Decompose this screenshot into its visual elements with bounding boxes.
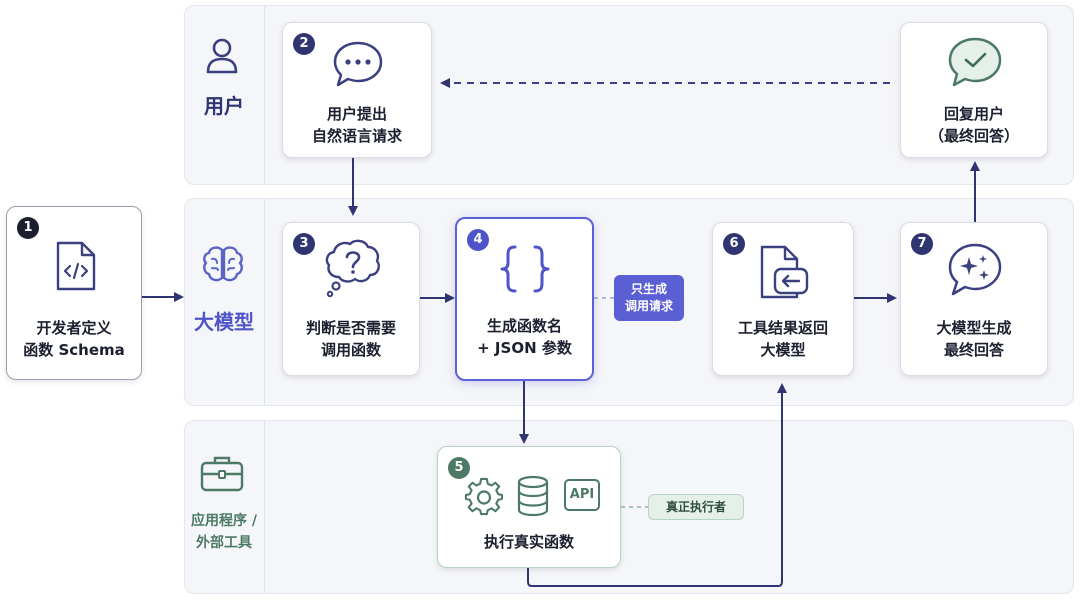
- step-5-badge: 5: [448, 457, 470, 479]
- step-6-line2: 大模型: [760, 341, 806, 359]
- step-4-card[interactable]: 4 生成函数名 + JSON 参数: [455, 217, 594, 381]
- reply-user-line2: （最终回答）: [928, 127, 1019, 145]
- step-1-line2: 函数 Schema: [23, 341, 125, 359]
- arrow-5-to-6: [527, 383, 787, 587]
- step-5-card[interactable]: 5 API 执行真实函数: [437, 446, 621, 568]
- check-chat-icon: [945, 35, 1005, 93]
- api-icon: API: [564, 479, 600, 511]
- thinking-question-icon: [323, 237, 383, 305]
- app-lane-label-line1: 应用程序 /: [191, 513, 257, 529]
- app-lane-label-line2: 外部工具: [196, 535, 252, 551]
- gear-icon: [464, 477, 504, 521]
- real-executor-tag: 真正执行者: [648, 494, 744, 520]
- app-lane-divider: [264, 421, 265, 593]
- step-6-line1: 工具结果返回: [737, 319, 828, 337]
- only-generate-tag: 只生成 调用请求: [614, 275, 684, 321]
- user-lane-divider: [264, 6, 265, 184]
- only-generate-line1: 只生成: [630, 282, 667, 296]
- step-2-card[interactable]: 2 用户提出 自然语言请求: [282, 22, 432, 158]
- step-3-text: 判断是否需要 调用函数: [283, 317, 419, 361]
- model-lane-divider: [264, 199, 265, 405]
- step-2-line1: 用户提出: [326, 105, 387, 123]
- step-4-line1: 生成函数名: [486, 317, 562, 335]
- step-7-badge: 7: [911, 233, 933, 255]
- model-lane-label: 大模型: [194, 310, 254, 334]
- step-4-line2: + JSON 参数: [477, 339, 572, 357]
- step-6-text: 工具结果返回 大模型: [713, 317, 853, 361]
- user-icon: [200, 34, 244, 82]
- step-3-line1: 判断是否需要: [305, 319, 396, 337]
- chat-bubble-icon: [331, 39, 385, 93]
- curly-braces-icon: [497, 241, 553, 301]
- step-4-badge: 4: [467, 229, 489, 251]
- step-1-card[interactable]: 1 开发者定义 函数 Schema: [6, 206, 142, 380]
- step-2-badge: 2: [293, 33, 315, 55]
- step-2-line2: 自然语言请求: [311, 127, 402, 145]
- step-4-text: 生成函数名 + JSON 参数: [457, 315, 592, 359]
- step-7-line2: 最终回答: [943, 341, 1004, 359]
- database-icon: [516, 475, 550, 521]
- brain-icon: [200, 244, 246, 290]
- user-lane-label: 用户: [204, 94, 244, 118]
- step-5-text: 执行真实函数: [438, 531, 620, 553]
- app-lane-label: 应用程序 / 外部工具: [184, 510, 264, 554]
- step-1-text: 开发者定义 函数 Schema: [7, 317, 141, 361]
- step-6-badge: 6: [723, 233, 745, 255]
- step-3-badge: 3: [293, 233, 315, 255]
- file-return-icon: [757, 243, 813, 307]
- reply-user-card[interactable]: 回复用户 （最终回答）: [900, 22, 1048, 158]
- step-3-card[interactable]: 3 判断是否需要 调用函数: [282, 222, 420, 376]
- step-6-card[interactable]: 6 工具结果返回 大模型: [712, 222, 854, 376]
- step-3-line2: 调用函数: [320, 341, 381, 359]
- toolbox-icon: [199, 453, 245, 497]
- step-1-line1: 开发者定义: [36, 319, 112, 337]
- step-7-card[interactable]: 7 大模型生成 最终回答: [900, 222, 1048, 376]
- step-5-line1: 执行真实函数: [483, 533, 574, 551]
- sparkle-chat-icon: [945, 241, 1005, 303]
- reply-user-line1: 回复用户: [943, 105, 1004, 123]
- reply-user-text: 回复用户 （最终回答）: [901, 103, 1047, 147]
- code-file-icon: [54, 239, 98, 297]
- step-2-text: 用户提出 自然语言请求: [283, 103, 431, 147]
- step-7-line1: 大模型生成: [936, 319, 1012, 337]
- step-1-badge: 1: [17, 217, 39, 239]
- only-generate-line2: 调用请求: [624, 299, 673, 313]
- step-7-text: 大模型生成 最终回答: [901, 317, 1047, 361]
